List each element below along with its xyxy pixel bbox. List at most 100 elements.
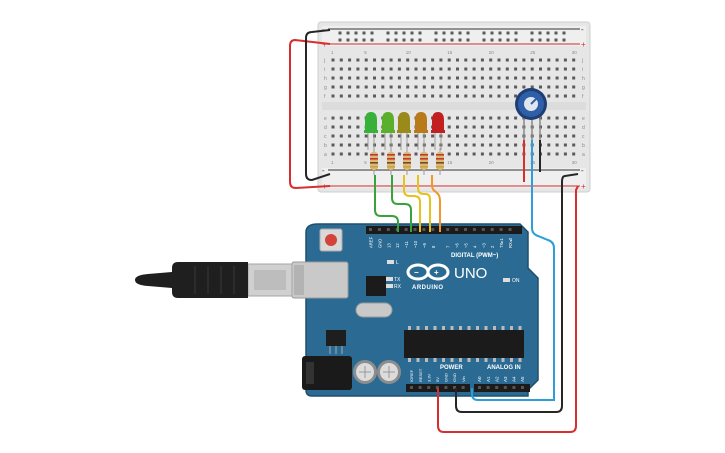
header-pin[interactable] <box>455 228 459 231</box>
power-pin[interactable] <box>427 386 431 389</box>
analog-pin[interactable] <box>521 386 524 389</box>
header-pin[interactable] <box>481 228 485 231</box>
breadboard-hole <box>456 152 459 156</box>
breadboard-hole <box>356 116 360 120</box>
wire-black-right[interactable] <box>455 173 579 413</box>
header-pin[interactable] <box>472 228 476 231</box>
breadboard-hole <box>472 58 476 62</box>
resistor[interactable] <box>436 148 444 175</box>
breadboard-hole <box>339 134 343 138</box>
breadboard-hole <box>406 143 410 147</box>
resistor-group[interactable] <box>370 148 444 175</box>
breadboard-hole <box>480 134 484 138</box>
header-pin[interactable] <box>404 228 408 231</box>
power-pin[interactable] <box>461 386 465 389</box>
rail-hole <box>506 31 510 35</box>
wire-pot-blue[interactable] <box>471 140 555 401</box>
power-pin[interactable] <box>453 386 456 389</box>
potentiometer-icon[interactable] <box>515 88 547 140</box>
header-pin[interactable] <box>446 228 450 231</box>
breadboard-hole <box>547 67 551 71</box>
chip-pin <box>476 358 479 362</box>
led-green-2[interactable] <box>381 112 395 150</box>
header-pin-label: ~11 <box>404 241 409 248</box>
led-group[interactable] <box>364 112 445 150</box>
led-red[interactable] <box>431 112 445 150</box>
power-pin[interactable] <box>444 386 448 389</box>
wire-green-2[interactable] <box>391 175 412 232</box>
breadboard-hole <box>539 58 542 62</box>
breadboard-hole <box>497 67 501 71</box>
analog-pin[interactable] <box>495 386 499 389</box>
header-pin[interactable] <box>377 228 381 231</box>
breadboard-hole <box>447 125 451 129</box>
wire-red-right[interactable] <box>437 185 579 433</box>
breadboard-hole <box>514 125 518 129</box>
header-pin-label: AREF <box>369 236 374 248</box>
wire-yellow-2[interactable] <box>417 175 431 232</box>
breadboard-hole <box>472 67 476 71</box>
breadboard-hole <box>406 58 410 62</box>
led-orange[interactable] <box>414 112 428 150</box>
rail-hole <box>546 38 550 42</box>
resistor[interactable] <box>370 148 378 175</box>
breadboard-hole <box>456 134 459 138</box>
header-pin[interactable] <box>386 228 390 231</box>
breadboard-hole <box>364 85 368 89</box>
breadboard-hole <box>489 58 493 62</box>
header-pin[interactable] <box>369 228 372 231</box>
breadboard-hole <box>572 85 576 89</box>
wire-black-left[interactable] <box>305 29 331 182</box>
header-pin[interactable] <box>431 228 435 231</box>
rail-hole <box>562 38 566 42</box>
header-pin[interactable] <box>499 228 503 231</box>
arduino-uno-board[interactable]: − + UNO ARDUINO DIGITAL (PWM~) POWER ANA… <box>291 223 539 397</box>
header-pin[interactable] <box>490 228 494 231</box>
svg-text:−: − <box>414 268 419 277</box>
header-pin[interactable] <box>508 228 512 231</box>
wire-orange[interactable] <box>431 175 441 232</box>
power-pin-label: 5V <box>435 377 440 382</box>
terminal-holes <box>331 58 576 156</box>
header-pin[interactable] <box>464 228 467 231</box>
analog-label: ANALOG IN <box>487 365 521 371</box>
breadboard-hole <box>530 58 534 62</box>
wire-yellow-1[interactable] <box>403 175 421 232</box>
breadboard-hole <box>381 58 385 62</box>
power-pin[interactable] <box>418 386 422 389</box>
led-green-1[interactable] <box>364 112 378 150</box>
analog-pin[interactable] <box>478 386 481 389</box>
breadboard-hole <box>530 76 534 80</box>
breadboard-hole <box>364 67 368 71</box>
header-pin[interactable] <box>422 228 426 231</box>
power-pin[interactable] <box>410 386 413 389</box>
analog-pin[interactable] <box>486 386 490 389</box>
reset-button-icon[interactable] <box>319 228 343 252</box>
breadboard-hole <box>514 94 518 98</box>
analog-header[interactable] <box>474 384 530 392</box>
digital-header[interactable] <box>366 226 522 234</box>
breadboard-hole <box>397 134 401 138</box>
analog-pin-label: A2 <box>494 376 499 382</box>
breadboard-hole <box>364 76 368 80</box>
breadboard-hole <box>472 152 476 156</box>
header-pin[interactable] <box>413 228 417 231</box>
resistor[interactable] <box>387 148 395 175</box>
power-pin[interactable] <box>435 386 439 389</box>
resistor[interactable] <box>403 148 411 175</box>
led-olive[interactable] <box>397 112 411 150</box>
rail-hole <box>362 38 366 42</box>
breadboard-hole <box>381 143 385 147</box>
column-number: 20 <box>489 160 495 165</box>
resistor[interactable] <box>420 148 428 175</box>
wire-red-left[interactable] <box>289 38 331 190</box>
breadboard-hole <box>331 143 335 147</box>
arduino-logo: − + <box>406 263 450 281</box>
usb-cable-icon[interactable] <box>135 262 293 298</box>
wire-green-1[interactable] <box>374 175 399 232</box>
breadboard-hole <box>373 67 376 71</box>
analog-pin[interactable] <box>512 386 516 389</box>
analog-pin[interactable] <box>503 386 507 389</box>
rail-hole <box>546 31 550 35</box>
